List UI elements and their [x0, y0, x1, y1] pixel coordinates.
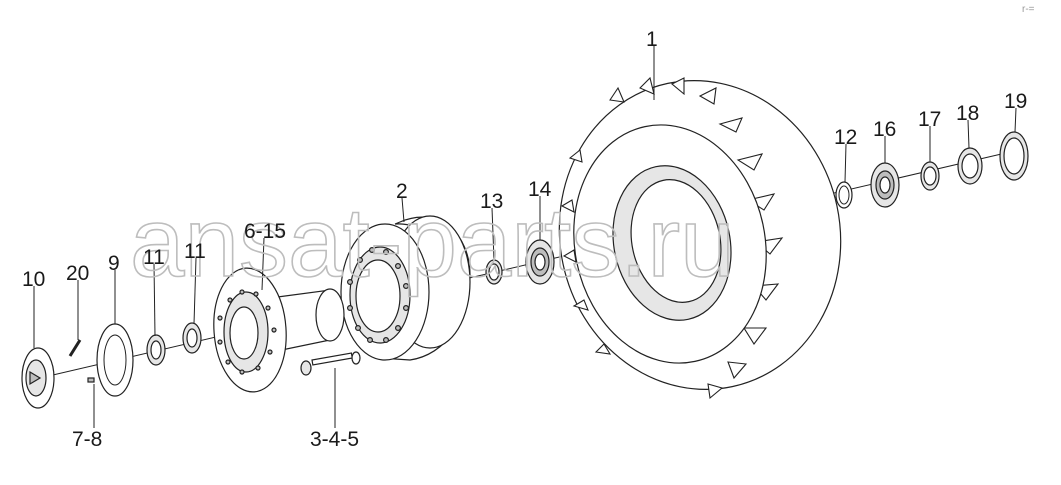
- bolt-20: [68, 339, 82, 357]
- hub-cap: [21, 347, 55, 409]
- rim-bolt-holes: [347, 247, 410, 344]
- part-labels: 1 2 3-4-5 6-15 7-8 9 10 11 11 12 13 14 1…: [22, 28, 1027, 451]
- seal-17: [920, 161, 940, 191]
- leader-lines: [33, 46, 1017, 348]
- label-part-13: 13: [480, 190, 503, 213]
- label-part-19: 19: [1004, 90, 1027, 113]
- tire: [558, 76, 842, 400]
- label-part-10: 10: [22, 268, 45, 291]
- label-part-2: 2: [396, 180, 408, 203]
- label-part-11-a: 11: [143, 246, 165, 269]
- wheel-rim: [340, 215, 471, 361]
- watermark: ansat-parts.ru: [130, 187, 735, 297]
- bearing-11-inner: [182, 322, 202, 354]
- label-part-20: 20: [66, 262, 89, 285]
- label-part-7-8: 7-8: [72, 428, 102, 451]
- label-part-11-b: 11: [184, 240, 206, 263]
- corner-mark: r-=: [1022, 4, 1035, 15]
- wheel-hub: [213, 267, 345, 393]
- hub-bolt-holes: [217, 289, 277, 375]
- bearing-11-outer: [146, 334, 166, 366]
- label-part-3-4-5: 3-4-5: [310, 428, 359, 451]
- label-part-16: 16: [873, 118, 896, 141]
- bearing-14: [525, 239, 555, 285]
- bearing-16: [870, 162, 900, 208]
- gasket: [96, 323, 134, 397]
- label-part-18: 18: [956, 102, 979, 125]
- stud-nut-washer: [300, 351, 361, 428]
- label-part-17: 17: [918, 108, 941, 131]
- tire-tread-lugs: [560, 76, 784, 400]
- ring-18: [957, 147, 983, 185]
- label-part-9: 9: [108, 252, 120, 275]
- screw-7-8: [87, 377, 95, 428]
- cover-19: [999, 131, 1029, 181]
- label-part-14: 14: [528, 178, 552, 201]
- label-part-6-15: 6-15: [244, 220, 286, 243]
- spacer-ring-13: [485, 259, 503, 285]
- label-part-12: 12: [834, 126, 857, 149]
- retaining-ring-12: [835, 181, 853, 209]
- label-part-1: 1: [646, 28, 658, 51]
